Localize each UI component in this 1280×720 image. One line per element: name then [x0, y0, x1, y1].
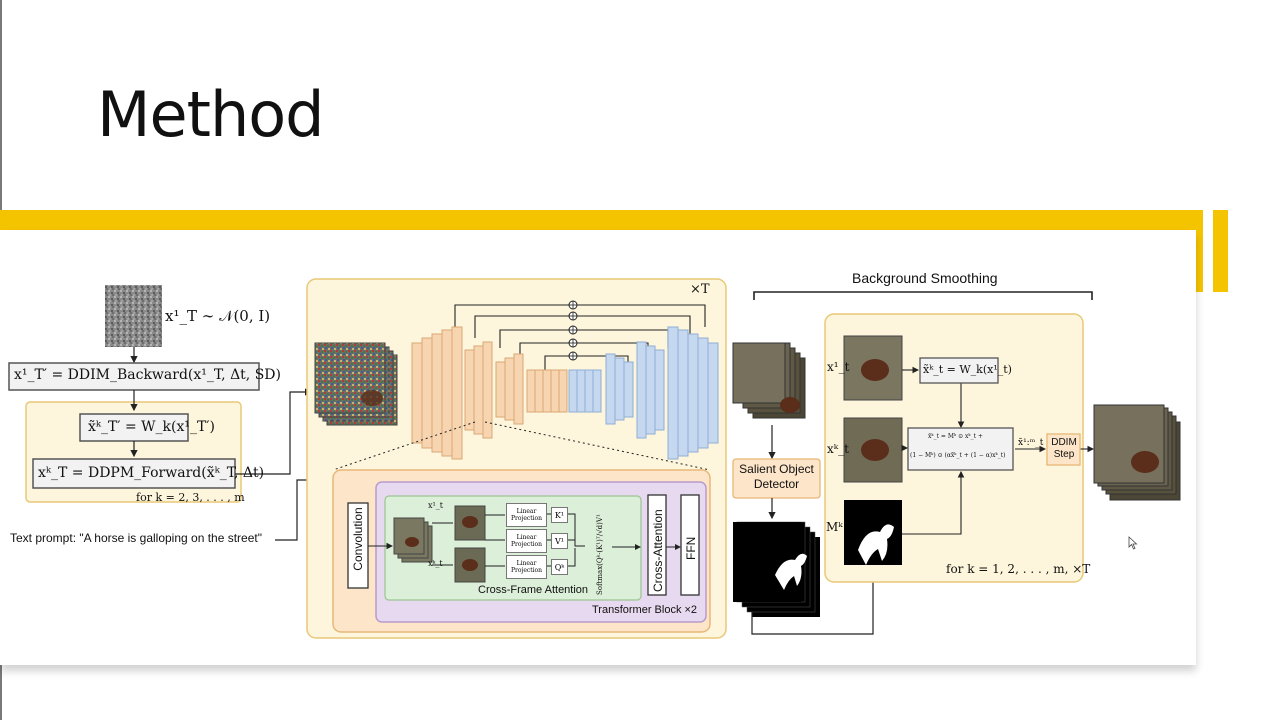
cross-attention-label: Cross-Attention [651, 509, 665, 592]
salient-detector-box [732, 458, 821, 499]
method-figure: x¹_T ∼ 𝒩(0, I) x¹_T′ = DDIM_Backward(x¹_… [0, 230, 1196, 665]
softmax-formula: Softmax(Qᵏ·(K¹)ᵀ/√d)V¹ [596, 514, 604, 595]
cross-frame-attention-label: Cross-Frame Attention [478, 584, 589, 596]
bs-mk-label: Mᵏ [826, 520, 843, 534]
ddim-step-box [1046, 433, 1081, 466]
noise-image [105, 285, 162, 347]
times-t-label: ×T [690, 282, 710, 297]
k-symbol: K¹ [551, 507, 568, 523]
convolution-label: Convolution [351, 507, 365, 571]
warp-label: x̃ᵏ_T′ = W_k(x¹_T′) [88, 419, 215, 435]
blend-out-label: x̄¹:ᵐ_t [1018, 438, 1044, 448]
noisy-video-stack [314, 342, 398, 426]
transformer-block-label: Transformer Block ×2 [592, 604, 698, 616]
video-frames-stack [732, 342, 806, 419]
ddim-step-label: DDIM Step [1051, 437, 1077, 460]
ddpm-forward-box [32, 458, 236, 489]
ddpm-forward-label: xᵏ_T = DDPM_Forward(x̃ᵏ_T, Δt) [38, 465, 265, 481]
cross-attention-box [647, 494, 667, 596]
accent-bar-horizontal [0, 210, 1203, 230]
v-symbol: V¹ [551, 533, 568, 549]
attention-xk-label: xᵏ_t [428, 559, 443, 568]
q-symbol: Qᵏ [551, 559, 568, 575]
ffn-label: FFN [684, 536, 698, 560]
linear-projection-q: Linear Projection [506, 555, 547, 579]
salient-detector-label: Salient Object Detector [739, 462, 814, 491]
mask-stack [733, 521, 820, 617]
output-video-stack [1093, 404, 1181, 501]
bs-xk-label: xᵏ_t [827, 442, 849, 456]
unet-encoder [411, 326, 568, 460]
background-smoothing-label: Background Smoothing [852, 270, 998, 286]
linear-projection-v: Linear Projection [506, 529, 547, 553]
attention-x1-label: x¹_t [428, 501, 443, 510]
bs-x1-label: x¹_t [827, 360, 850, 374]
blend-box [907, 427, 1014, 471]
ffn-box [680, 494, 700, 596]
text-prompt: Text prompt: "A horse is galloping on th… [10, 531, 262, 545]
attention-input-frames [393, 505, 486, 583]
accent-bar-vertical-1 [1196, 210, 1203, 292]
noise-formula: x¹_T ∼ 𝒩(0, I) [165, 307, 271, 325]
diagram-graphics [8, 278, 1181, 639]
bs-loop-label: for k = 1, 2, . . . , m, ×T [946, 562, 1091, 576]
mouse-cursor-icon [1128, 536, 1138, 550]
linear-projection-k: Linear Projection [506, 503, 547, 527]
blend-line-2: (1 − Mᵏ) ⊙ (αx̃ᵏ_t + (1 − α)xᵏ_t) [910, 452, 1006, 459]
blend-line-1: x̄ᵏ_t = Mᵏ ⊙ xᵏ_t + [928, 433, 983, 440]
slide-title: Method [97, 78, 325, 151]
ddim-backward-label: x¹_T′ = DDIM_Backward(x¹_T, Δt, SD) [14, 367, 281, 383]
bs-warp-box [919, 357, 999, 384]
accent-bar-vertical-2 [1213, 210, 1228, 292]
unet-decoder [568, 326, 719, 460]
bs-warp-label: x̃ᵏ_t = W_k(x¹_t) [923, 363, 1012, 376]
background-smoothing-bracket [753, 291, 1093, 300]
loop-label: for k = 2, 3, . . . , m [136, 491, 245, 504]
